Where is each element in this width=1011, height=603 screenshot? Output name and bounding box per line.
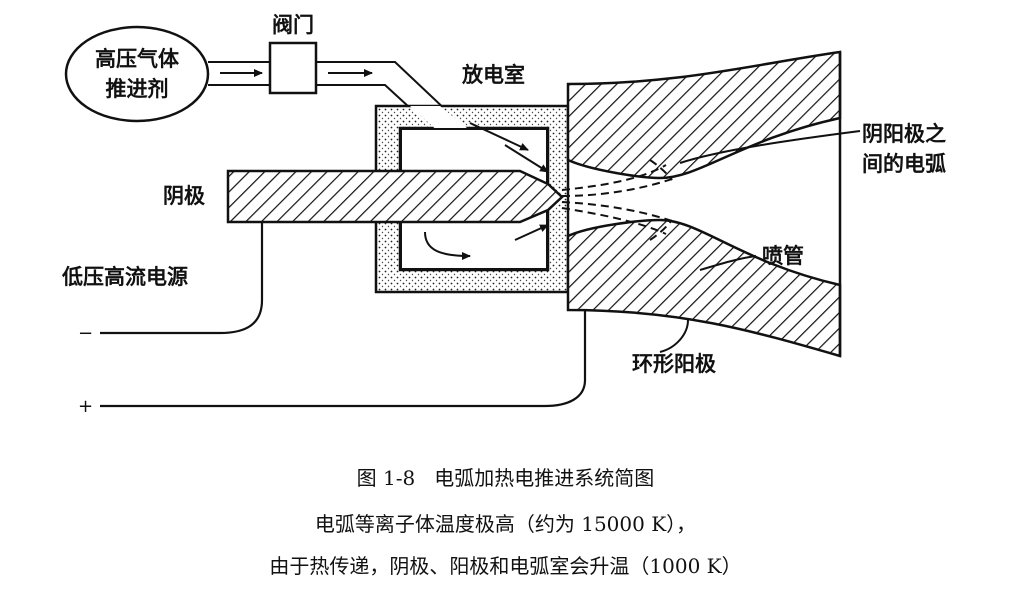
plus-terminal: + [78,396,93,417]
anode-label-group: 环形阳极 [632,319,717,376]
caption-line-2: 电弧等离子体温度极高（约为 15000 K）， [314,512,697,536]
caption-line-3: 由于热传递，阴极、阳极和电弧室会升温（1000 K） [269,554,742,578]
figure-caption: 图 1-8 电弧加热电推进系统简图 [356,466,655,490]
nozzle-label: 喷管 [762,244,804,268]
valve-label: 阀门 [272,13,314,37]
propellant-tank: 高压气体 推进剂 [64,25,210,123]
electric-arc [561,159,676,241]
arc-label-line2: 间的电弧 [862,152,946,176]
minus-terminal: − [78,323,93,344]
nozzle-label-group: 喷管 [699,244,804,271]
arc-label-group: 阴阳极之 间的电弧 [679,122,946,176]
power-supply-label: 低压高流电源 [61,265,188,289]
valve: 阀门 [268,13,318,95]
arc-label-line1: 阴阳极之 [862,122,946,146]
cathode: 阴极 [163,169,564,224]
nozzle-anode [566,50,842,358]
propellant-label-line1: 高压气体 [95,47,180,71]
gas-flow-arrows [424,122,549,260]
cathode-label: 阴极 [163,184,206,208]
anode-label: 环形阳极 [632,352,717,376]
propellant-label-line2: 推进剂 [106,77,169,101]
power-supply-wiring [100,222,587,408]
chamber-label: 放电室 [461,63,525,87]
